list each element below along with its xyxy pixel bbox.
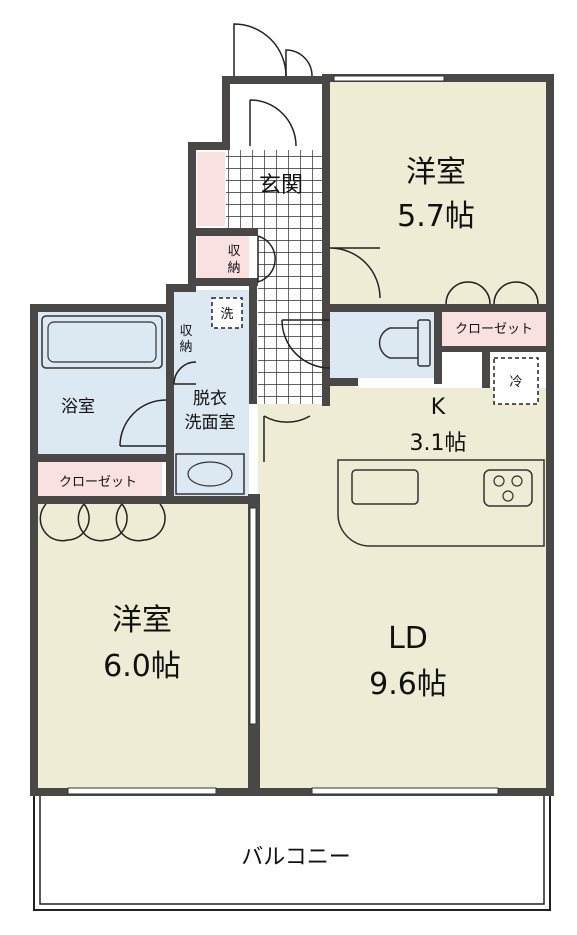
hall-floor [258, 228, 322, 404]
entrance-floor [226, 150, 322, 230]
western-room-1-name: 洋室 [406, 155, 466, 190]
toilet [378, 319, 431, 367]
western-room-2-floor [38, 496, 248, 788]
closet-2-name: クローゼット [59, 475, 137, 490]
storage-1-floor [197, 236, 249, 280]
western-room-1-size: 5.7帖 [397, 199, 475, 234]
kitchen-sink [351, 469, 419, 505]
closet-1-floor [442, 310, 546, 348]
wash-basin [175, 453, 245, 495]
fridge-symbol: 冷 [509, 375, 522, 390]
entrance-strip-pink [197, 152, 225, 226]
stove [483, 469, 533, 507]
kitchen-counter [337, 459, 545, 547]
closet-1-name: クローゼット [455, 322, 533, 337]
labels: 洋室 5.7帖 玄関 収 納 収 納 クローゼット 浴室 脱衣 洗面室 K 3.… [59, 155, 533, 870]
dressing-line2: 洗面室 [185, 413, 236, 433]
washer-pan: 洗 [211, 297, 243, 329]
storage-2-line2: 納 [179, 340, 192, 355]
bathtub [41, 315, 163, 369]
closet-2-floor [38, 462, 162, 498]
western-room-2-name: 洋室 [112, 603, 172, 638]
entrance-name: 玄関 [259, 173, 303, 198]
toilet-floor [330, 312, 434, 378]
ld-size: 9.6帖 [369, 667, 447, 702]
kitchen-size: 3.1帖 [410, 431, 467, 456]
storage-2-line1: 収 [179, 324, 192, 339]
storage-1-line2: 納 [227, 261, 240, 276]
storage-1-line1: 収 [227, 244, 240, 259]
ld-name: LD [388, 621, 428, 656]
balcony-name: バルコニー [241, 845, 351, 870]
balcony [33, 796, 551, 911]
doors [39, 23, 539, 542]
western-room-2-size: 6.0帖 [103, 649, 181, 684]
bathroom-name: 浴室 [61, 397, 95, 417]
windows [67, 75, 499, 795]
ldk-floor [258, 380, 546, 788]
fixtures: 洗 冷 [41, 297, 545, 547]
dressing-line1: 脱衣 [193, 389, 227, 409]
kitchen-name: K [431, 395, 446, 420]
washer-symbol: 洗 [220, 307, 233, 322]
fridge-space: 冷 [493, 357, 539, 405]
western-room-1-floor [330, 82, 546, 304]
